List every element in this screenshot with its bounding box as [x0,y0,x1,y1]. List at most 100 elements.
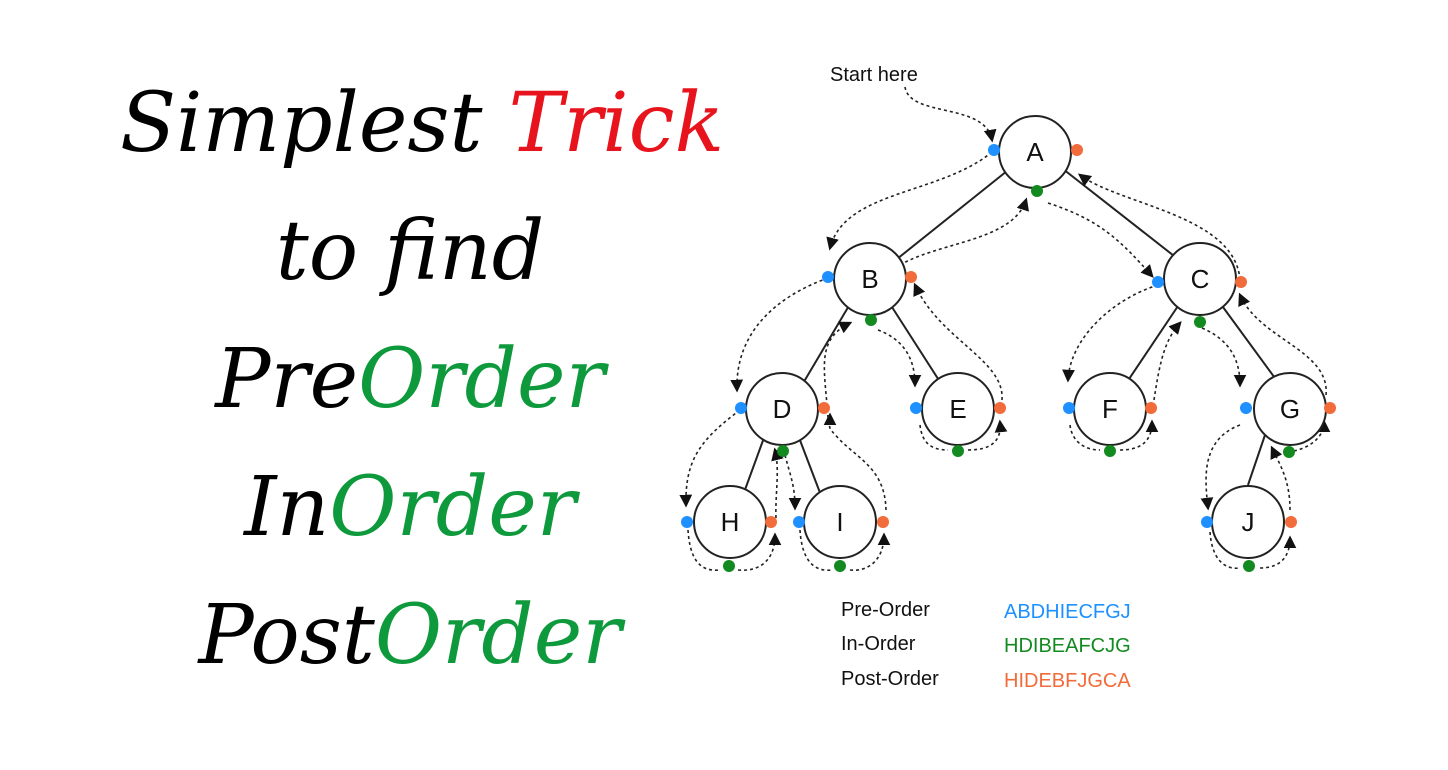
title-pre: Pre [215,332,359,427]
dot-in-e [952,445,964,457]
title-pre-order: Order [358,332,605,427]
edge-g-j [1247,434,1266,486]
legend-pre-label: Pre-Order [841,599,930,621]
edge-c-g [1219,302,1281,386]
title-line-4: InOrder [120,444,700,572]
title-post: Post [198,588,375,683]
dot-post-i [877,516,889,528]
dot-pre-a [988,144,1000,156]
node-c: C [1163,242,1237,316]
dot-pre-g [1240,402,1252,414]
node-i: I [803,485,877,559]
node-g: G [1253,372,1327,446]
path-g-c [1238,292,1327,396]
title-post-order: Order [374,588,622,683]
node-g-label: G [1280,394,1300,424]
binary-tree-diagram: Start here [679,64,1336,692]
legend-post-value: HIDEBFJGCA [1004,670,1131,692]
path-j-g [1270,445,1291,511]
dot-post-j [1285,516,1297,528]
path-a-b [826,151,993,251]
dot-pre-h [681,516,693,528]
dot-pre-e [910,402,922,414]
path-e-bottom-left [919,424,949,451]
dot-in-f [1104,445,1116,457]
dot-in-d [777,445,789,457]
title-line-2: to find [275,204,545,299]
path-a-c [1047,202,1154,278]
path-j-bottom-right [1259,535,1297,569]
legend-post-label: Post-Order [841,668,939,690]
path-f-bottom-right [1119,419,1159,451]
node-a-label: A [1026,137,1044,167]
node-e-label: E [949,394,966,424]
traversal-legend: Pre-Order ABDHIECFGJ In-Order HDIBEAFCJG… [841,599,1131,692]
node-j: J [1211,485,1285,559]
edge-c-f [1124,302,1181,386]
node-j-label: J [1242,507,1255,537]
path-b-e [877,329,922,388]
path-j-bottom-left [1209,531,1241,569]
dot-in-i [834,560,846,572]
path-d-h [679,409,741,508]
edge-a-b [891,166,1013,264]
path-e-bottom-right [967,419,1008,451]
title-line-5: PostOrder [120,572,700,700]
dot-post-a [1071,144,1083,156]
dot-post-f [1145,402,1157,414]
dot-in-a [1031,185,1043,197]
title-line-3: PreOrder [120,316,700,444]
node-b-label: B [861,264,878,294]
path-g-j [1200,424,1241,511]
dot-in-h [723,560,735,572]
path-f-c [1153,321,1182,401]
edge-d-h [741,434,766,499]
node-e: E [921,372,995,446]
node-i-label: I [836,507,843,537]
edge-b-d [801,303,851,386]
node-d-label: D [773,394,792,424]
dot-pre-c [1152,276,1164,288]
path-c-a [1077,173,1241,281]
dot-in-g [1283,446,1295,458]
dot-post-g [1324,402,1336,414]
path-c-f [1062,284,1159,383]
dot-post-b [905,271,917,283]
path-g-bottom-right [1287,419,1331,453]
dot-pre-b [822,271,834,283]
node-d: D [745,372,819,446]
title-trick: Trick [508,76,725,171]
node-c-label: C [1191,264,1210,294]
legend-in-label: In-Order [841,633,916,655]
edge-b-e [889,303,943,386]
dot-in-c [1194,316,1206,328]
path-i-bottom-left [799,529,833,572]
dot-pre-j [1201,516,1213,528]
tree-edges [741,166,1281,499]
dot-post-e [994,402,1006,414]
start-label: Start here [830,64,918,86]
node-a: A [998,115,1072,189]
dot-in-b [865,314,877,326]
title-simplest: Simplest [120,76,483,171]
path-h-d [771,447,784,519]
dot-pre-d [735,402,747,414]
path-c-g [1201,327,1247,388]
path-e-b [913,282,1003,401]
path-i-d [823,412,887,511]
traversal-dots [681,144,1336,572]
title-block: Simplest Trick to find PreOrder InOrder … [120,60,724,700]
tree-nodes: A B C D E F G H [693,115,1327,559]
edge-d-i [797,434,823,499]
dot-post-d [818,402,830,414]
node-f-label: F [1102,394,1118,424]
node-b: B [833,242,907,316]
node-f: F [1073,372,1147,446]
title-in: In [244,460,330,555]
title-in-order: Order [329,460,576,555]
edge-a-c [1062,168,1184,264]
path-d-i [784,454,802,511]
path-h-bottom-left [687,529,721,571]
title-line-1: Simplest Trick [120,60,724,188]
legend-in-value: HDIBEAFCJG [1004,635,1131,657]
